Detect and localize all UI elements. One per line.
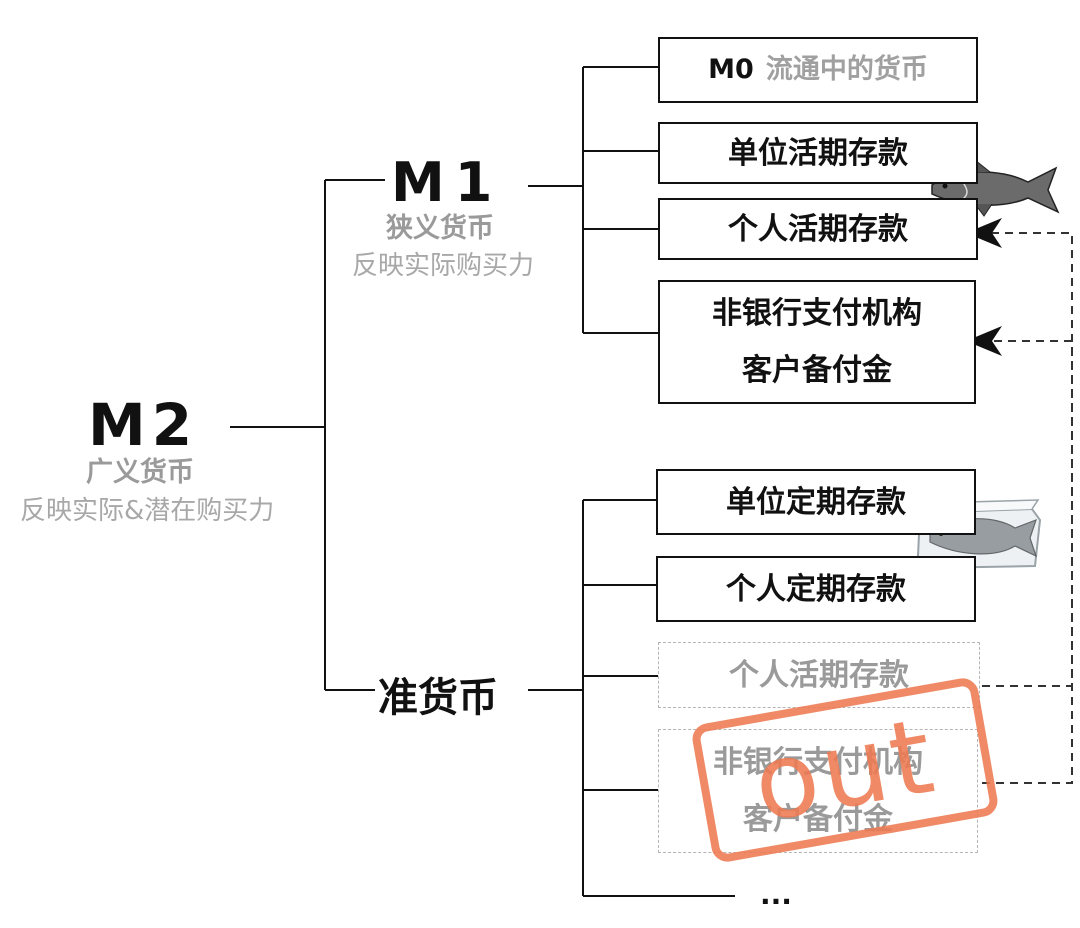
payment-institution-line2: 客户备付金 (742, 353, 892, 388)
m1-name: 狭义货币 (386, 213, 494, 244)
m2-code: M2 (88, 391, 199, 459)
payment-institution-out-line2: 客户备付金 (743, 802, 893, 837)
payment-institution-reserve-box: 非银行支付机构 客户备付金 (658, 280, 976, 404)
unit-time-deposit-label: 单位定期存款 (726, 484, 906, 520)
unit-time-deposit-box: 单位定期存款 (656, 469, 976, 535)
m1-description: 反映实际购买力 (352, 251, 535, 281)
quasi-money-label: 准货币 (378, 675, 498, 721)
m0-description: 流通中的货币 (765, 54, 928, 86)
payment-institution-out-box: 非银行支付机构 客户备付金 (658, 729, 978, 853)
unit-demand-deposit-box: 单位活期存款 (658, 122, 978, 184)
unit-demand-deposit-label: 单位活期存款 (728, 135, 908, 171)
personal-demand-deposit-box: 个人活期存款 (658, 198, 978, 260)
more-ellipsis: ... (760, 878, 792, 911)
personal-demand-deposit-out-label: 个人活期存款 (729, 657, 909, 693)
payment-institution-out-line1: 非银行支付机构 (713, 745, 923, 780)
m2-name: 广义货币 (86, 457, 194, 488)
m0-box: M0 流通中的货币 (658, 37, 978, 103)
personal-demand-deposit-out-box: 个人活期存款 (658, 642, 980, 708)
personal-time-deposit-label: 个人定期存款 (726, 571, 906, 607)
payment-institution-line1: 非银行支付机构 (712, 296, 922, 331)
m1-code: M1 (391, 151, 503, 214)
personal-time-deposit-box: 个人定期存款 (656, 556, 976, 622)
m2-description: 反映实际&潜在购买力 (20, 496, 275, 526)
m0-code: M0 (708, 54, 754, 86)
personal-demand-deposit-label: 个人活期存款 (728, 211, 908, 247)
out-stamp-text: out (744, 694, 946, 846)
